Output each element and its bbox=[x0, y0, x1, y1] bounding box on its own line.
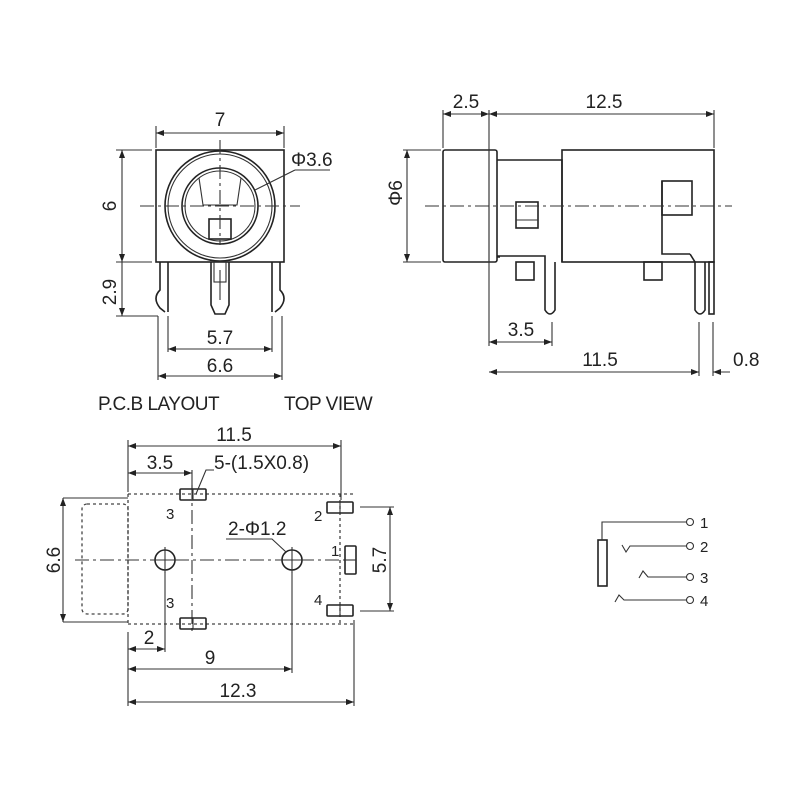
pcb-pad-span-dim: 5.7 bbox=[370, 547, 391, 573]
side-pin-offset-dim: 3.5 bbox=[508, 320, 534, 341]
schematic-symbol: 1 2 3 4 bbox=[597, 515, 708, 610]
pad-number: 4 bbox=[314, 592, 322, 609]
pad-number: 3 bbox=[166, 595, 174, 612]
front-view: 7 6 2.9 Φ3.6 5.7 6.6 bbox=[100, 110, 333, 380]
pcb-pad-offset-dim: 3.5 bbox=[147, 453, 173, 474]
pcb-hole-offset-dim: 2 bbox=[144, 628, 155, 649]
top-view-label: TOP VIEW bbox=[284, 394, 373, 415]
schematic-pin-label: 3 bbox=[700, 570, 708, 587]
front-width-dim: 7 bbox=[215, 110, 226, 131]
pcb-hole-span-dim: 9 bbox=[205, 648, 216, 669]
pad-number: 2 bbox=[314, 508, 322, 525]
front-bore-dim: Φ3.6 bbox=[291, 150, 333, 171]
pcb-width-dim: 11.5 bbox=[216, 425, 252, 446]
side-flange-dim: 2.5 bbox=[453, 92, 479, 113]
side-diameter-dim: Φ6 bbox=[386, 180, 407, 206]
side-pin-span-dim: 11.5 bbox=[582, 350, 618, 371]
pcb-height-dim: 6.6 bbox=[44, 547, 65, 573]
pcb-pad-spec: 5-(1.5X0.8) bbox=[214, 453, 309, 474]
schematic-pin-label: 1 bbox=[700, 515, 708, 532]
front-pin-length-dim: 2.9 bbox=[100, 279, 121, 305]
pcb-layout-view: 3 2 1 3 4 11.5 3.5 5-(1.5X0.8) 2-Φ1.2 6.… bbox=[44, 425, 394, 706]
schematic-pin-label: 2 bbox=[700, 539, 708, 556]
pcb-total-length-dim: 12.3 bbox=[220, 681, 257, 702]
side-body-length-dim: 12.5 bbox=[586, 92, 623, 113]
front-pin-outer-dim: 6.6 bbox=[207, 356, 233, 377]
front-pin-inner-dim: 5.7 bbox=[207, 328, 233, 349]
pcb-hole-spec: 2-Φ1.2 bbox=[228, 519, 286, 540]
side-view: 2.5 12.5 Φ6 3.5 11.5 0.8 bbox=[386, 92, 759, 376]
pad-number: 1 bbox=[331, 543, 339, 560]
schematic-pin-label: 4 bbox=[700, 593, 708, 610]
pcb-layout-label: P.C.B LAYOUT bbox=[98, 394, 220, 415]
pad-number: 3 bbox=[166, 506, 174, 523]
side-pin-thickness-dim: 0.8 bbox=[733, 350, 759, 371]
front-height-dim: 6 bbox=[100, 201, 121, 212]
